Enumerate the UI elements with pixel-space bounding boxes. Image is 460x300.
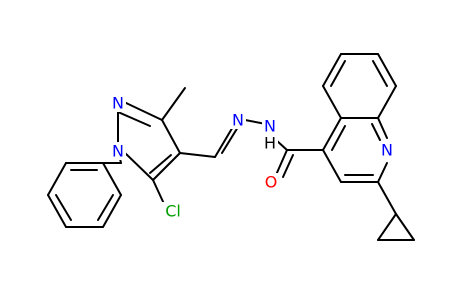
atom-label-bg: [379, 141, 395, 159]
bond: [152, 179, 166, 207]
atom-label-nh-nitrogen: N: [264, 117, 276, 136]
bond: [371, 123, 381, 141]
bond: [102, 194, 122, 228]
bond: [123, 151, 154, 181]
bond: [322, 117, 342, 151]
bond: [377, 85, 397, 119]
bond: [377, 181, 397, 215]
bond: [161, 119, 181, 154]
bond: [377, 53, 397, 87]
bond: [330, 60, 346, 87]
atom-label-bg: [262, 135, 278, 151]
atom-label-nh-hydrogen: H: [264, 134, 276, 153]
atom-label-bg: [262, 117, 278, 135]
bond: [372, 60, 388, 87]
atom-label-n-quinoline: N: [381, 141, 393, 160]
bond: [123, 101, 163, 121]
bond: [47, 194, 67, 228]
bond: [322, 149, 342, 183]
atom-label-chlorine: Cl: [165, 202, 181, 221]
bond: [282, 154, 294, 178]
bond: [377, 213, 397, 241]
bond: [377, 117, 388, 139]
bond: [152, 152, 181, 181]
atom-label-bg: [110, 142, 126, 160]
bonds: [47, 53, 415, 241]
atom-label-bg: [110, 94, 126, 112]
atom-labels: N N Cl N N H O N: [110, 94, 395, 221]
bond: [102, 162, 122, 196]
bond: [221, 126, 239, 154]
bond: [55, 194, 72, 221]
atom-label-n-imine: N: [232, 111, 244, 130]
bond: [161, 87, 186, 121]
bond: [97, 194, 114, 221]
bond: [331, 125, 346, 151]
bond: [179, 152, 216, 158]
atom-label-n-pyrazole-1: N: [112, 142, 124, 161]
bond: [47, 162, 67, 196]
atom-label-n-pyrazole-2: N: [112, 94, 124, 113]
atom-label-bg: [230, 111, 246, 129]
atom-label-bg: [160, 202, 186, 220]
bond: [214, 124, 235, 158]
bond: [377, 162, 388, 183]
atom-label-bg: [262, 173, 280, 191]
bond: [117, 111, 151, 127]
atom-label-oxygen: O: [265, 173, 278, 192]
bond: [149, 154, 172, 174]
bond: [322, 85, 342, 119]
bond: [275, 149, 288, 176]
bond: [395, 213, 415, 241]
bond: [322, 53, 342, 87]
